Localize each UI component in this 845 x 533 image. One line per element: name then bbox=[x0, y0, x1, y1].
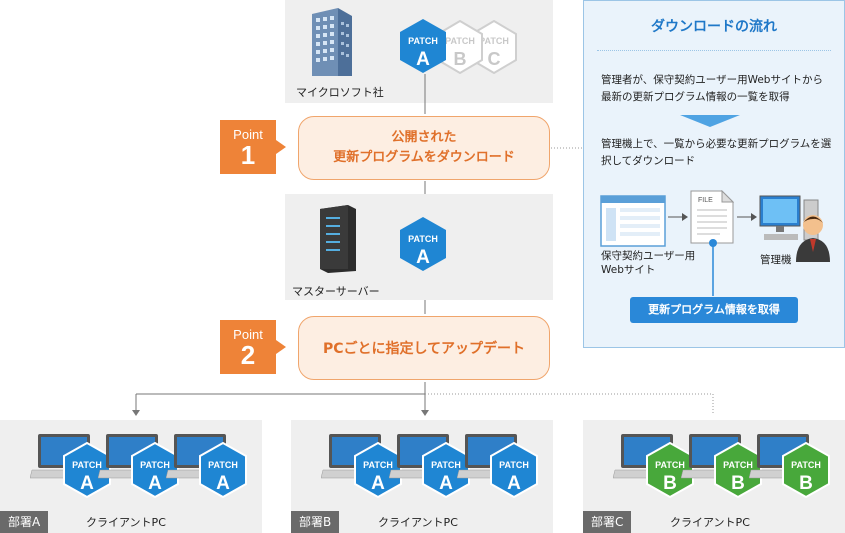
point-number: 2 bbox=[240, 340, 256, 370]
point-2-arrow bbox=[276, 340, 286, 354]
client-patch-icon: PATCH A bbox=[490, 442, 538, 498]
patch-letter: A bbox=[148, 473, 162, 494]
point-word: Point bbox=[233, 327, 263, 342]
svg-text:PATCH: PATCH bbox=[445, 36, 475, 46]
department-b-label: クライアントPC bbox=[378, 516, 458, 529]
connector-dot bbox=[709, 239, 717, 296]
master-server-label: マスターサーバー bbox=[292, 285, 380, 298]
patch-letter: A bbox=[216, 473, 230, 494]
patch-word: PATCH bbox=[363, 460, 393, 470]
step-download-line2: 更新プログラムをダウンロード bbox=[333, 150, 515, 165]
patch-word: PATCH bbox=[655, 460, 685, 470]
patch-word: PATCH bbox=[723, 460, 753, 470]
department-c-label: クライアントPC bbox=[670, 516, 750, 529]
patch-word: PATCH bbox=[140, 460, 170, 470]
microsoft-label: マイクロソフト社 bbox=[296, 86, 384, 99]
point-number: 1 bbox=[240, 140, 256, 170]
client-patch-icon: PATCH A bbox=[63, 442, 111, 498]
patch-b-ghost-icon: PATCH B bbox=[437, 20, 483, 74]
flow-step-2: 管理機上で、一覧から必要な更新プログラムを選択してダウンロード bbox=[601, 138, 832, 167]
patch-letter: A bbox=[439, 473, 453, 494]
svg-text:FILE: FILE bbox=[698, 197, 713, 204]
client-patch-icon: PATCH A bbox=[199, 442, 247, 498]
flow-divider bbox=[597, 50, 831, 51]
svg-text:A: A bbox=[416, 49, 430, 70]
department-c-tag: 部署C bbox=[583, 511, 632, 533]
patch-letter: A bbox=[507, 473, 521, 494]
svg-text:B: B bbox=[454, 49, 467, 69]
admin-label: 管理機 bbox=[760, 254, 792, 266]
svg-text:C: C bbox=[488, 49, 501, 69]
point-2-label: Point 2 bbox=[220, 320, 276, 374]
svg-text:PATCH: PATCH bbox=[408, 36, 438, 46]
patch-a-icon: PATCH A bbox=[400, 19, 446, 73]
patch-letter: B bbox=[731, 473, 745, 494]
department-a-tag: 部署A bbox=[0, 511, 49, 533]
arrow-right-icon bbox=[737, 213, 757, 221]
point-word: Point bbox=[233, 127, 263, 142]
svg-text:PATCH: PATCH bbox=[408, 234, 438, 244]
svg-text:PATCH: PATCH bbox=[479, 36, 509, 46]
patch-letter: B bbox=[663, 473, 677, 494]
website-window-icon bbox=[600, 195, 666, 247]
patch-word: PATCH bbox=[431, 460, 461, 470]
flow-down-arrow bbox=[680, 115, 740, 127]
step-update-text: PCごとに指定してアップデート bbox=[322, 341, 526, 357]
client-patch-icon: PATCH A bbox=[131, 442, 179, 498]
admin-person-icon bbox=[796, 215, 830, 262]
flow-title: ダウンロードの流れ bbox=[651, 19, 777, 35]
svg-text:A: A bbox=[416, 247, 430, 268]
website-label: 保守契約ユーザー用Webサイト bbox=[601, 250, 696, 276]
flow-step-1: 管理者が、保守契約ユーザー用Webサイトから最新の更新プログラム情報の一覧を取得 bbox=[601, 74, 823, 103]
patch-word: PATCH bbox=[791, 460, 821, 470]
download-flow-panel bbox=[583, 0, 845, 348]
arrow-right-icon bbox=[668, 213, 688, 221]
point-1-label: Point 1 bbox=[220, 120, 276, 174]
patch-word: PATCH bbox=[499, 460, 529, 470]
client-patch-icon: PATCH A bbox=[422, 442, 470, 498]
patch-letter: A bbox=[80, 473, 94, 494]
step-download: 公開された 更新プログラムをダウンロード bbox=[298, 116, 550, 180]
client-patch-icon: PATCH B bbox=[782, 442, 830, 498]
patch-word: PATCH bbox=[208, 460, 238, 470]
point-1-arrow bbox=[276, 140, 286, 154]
office-building-icon bbox=[312, 8, 352, 76]
department-b-tag: 部署B bbox=[291, 511, 340, 533]
step-update: PCごとに指定してアップデート bbox=[298, 316, 550, 380]
patch-letter: A bbox=[371, 473, 385, 494]
department-a-label: クライアントPC bbox=[86, 516, 166, 529]
step-download-line1: 公開された bbox=[391, 130, 457, 145]
patch-letter: B bbox=[799, 473, 813, 494]
master-patch-a-icon: PATCH A bbox=[400, 217, 446, 271]
get-update-info-button[interactable]: 更新プログラム情報を取得 bbox=[630, 297, 798, 323]
server-icon bbox=[320, 205, 356, 273]
file-icon: FILE bbox=[690, 190, 734, 244]
patch-word: PATCH bbox=[72, 460, 102, 470]
